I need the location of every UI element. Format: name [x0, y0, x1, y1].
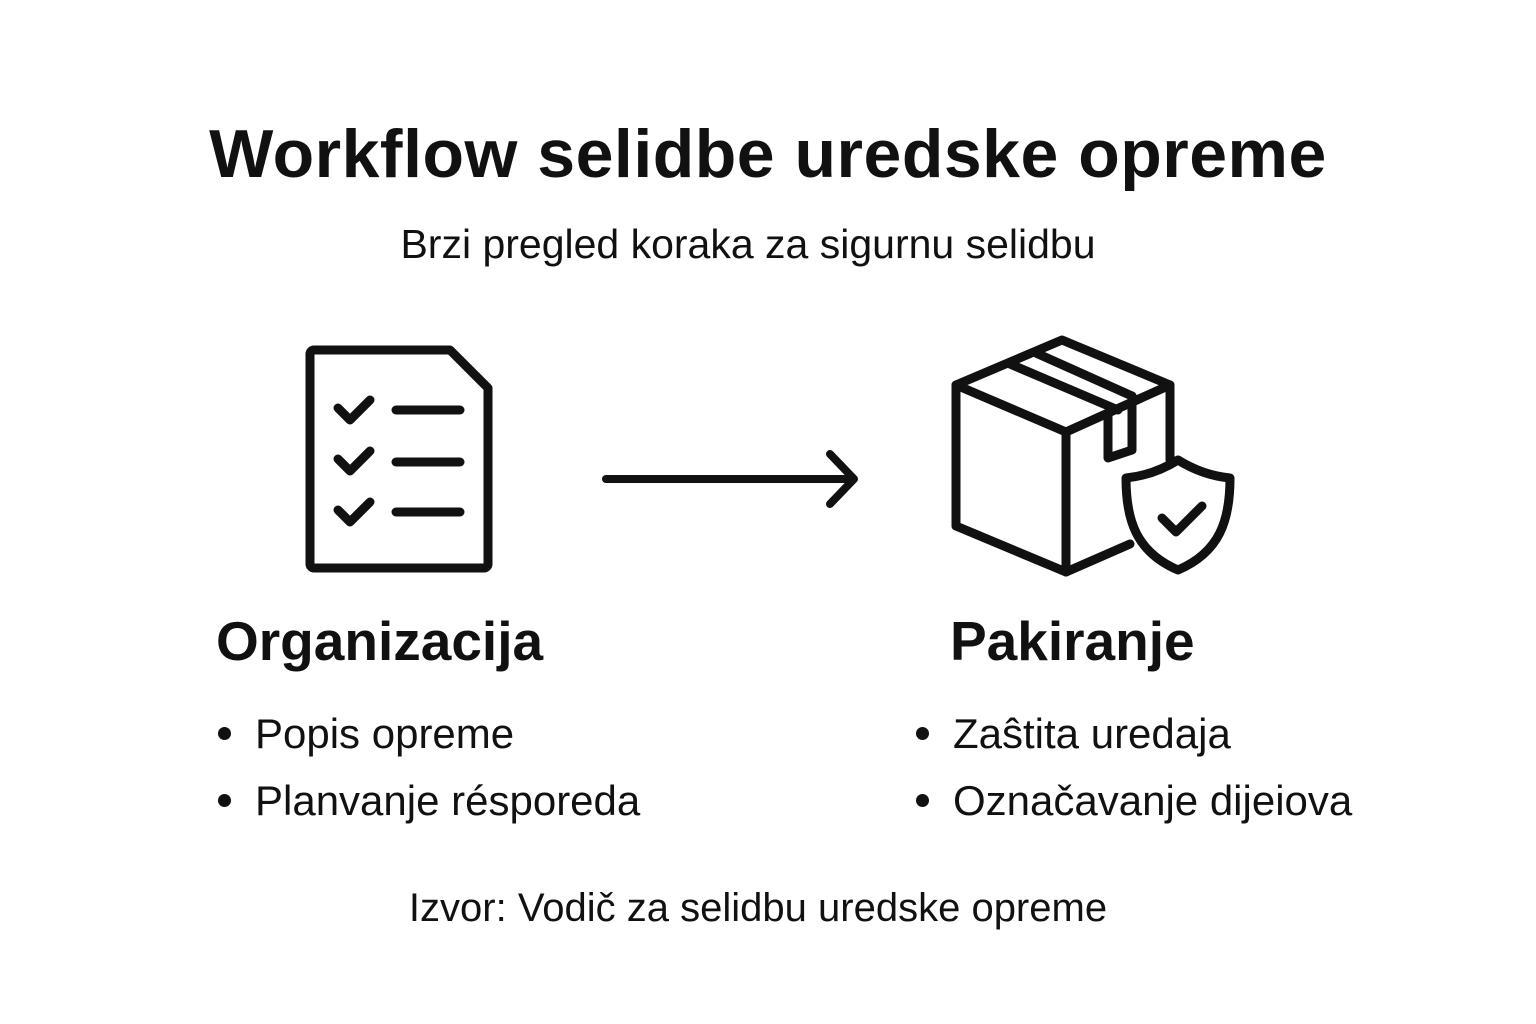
checklist-icon: [305, 345, 493, 573]
list-item: Zaŝtita uredaja: [916, 700, 1352, 767]
step-heading-organizacija: Organizacija: [216, 610, 544, 672]
step-list-organizacija: Popis opreme Planvanje résporeda: [218, 700, 640, 834]
list-item-text: Označavanje dijeiova: [953, 777, 1353, 824]
source-caption: Izvor: Vodič za selidbu uredske opreme: [408, 886, 1108, 930]
list-item-text: Zaŝtita uredaja: [953, 710, 1231, 757]
page-title: Workflow selidbe uredske opreme: [209, 116, 1327, 192]
list-item: Označavanje dijeiova: [916, 767, 1352, 834]
list-item: Planvanje résporeda: [218, 767, 640, 834]
step-heading-pakiranje: Pakiranje: [950, 610, 1195, 672]
arrow-right-icon: [602, 450, 858, 508]
bullet-icon: [218, 727, 231, 740]
bullet-icon: [916, 727, 929, 740]
page-subtitle: Brzi pregled koraka za sigurnu selidbu: [400, 221, 1096, 267]
bullet-icon: [218, 794, 231, 807]
box-shield-icon: [951, 335, 1235, 577]
list-item: Popis opreme: [218, 700, 640, 767]
bullet-icon: [916, 794, 929, 807]
list-item-text: Popis opreme: [255, 710, 515, 757]
step-list-pakiranje: Zaŝtita uredaja Označavanje dijeiova: [916, 700, 1352, 834]
list-item-text: Planvanje résporeda: [255, 777, 641, 824]
